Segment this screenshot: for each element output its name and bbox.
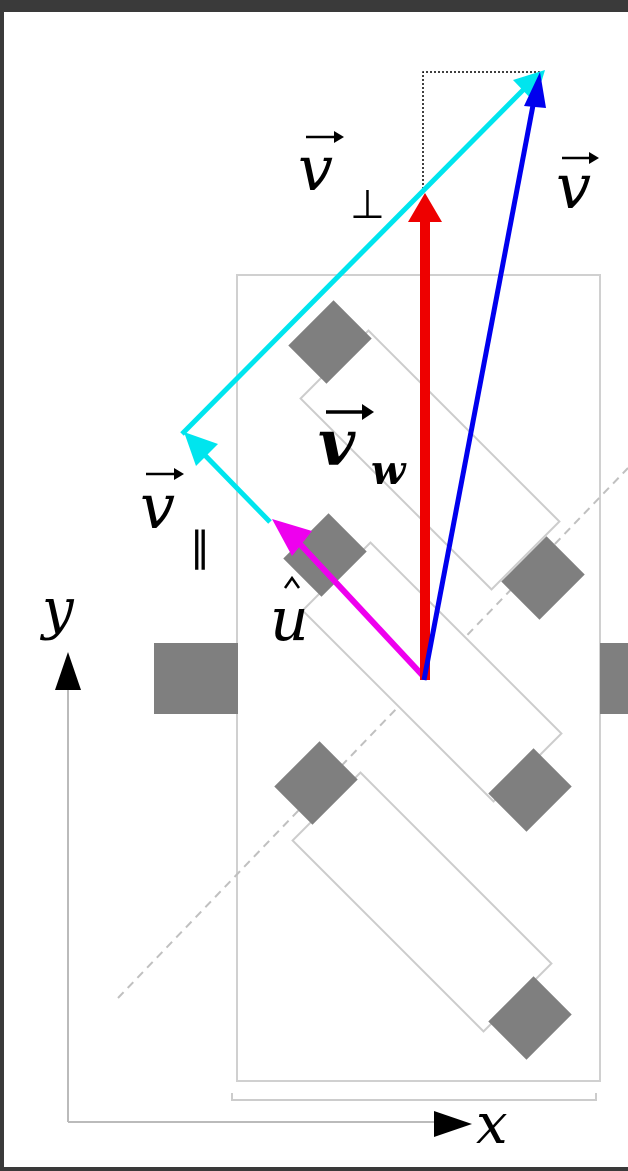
v-total-arrowhead [524,72,546,108]
roller-axis-dashed [117,467,628,999]
v-parallel-arrowhead [184,432,218,466]
roller-bottom-cap-right [488,976,572,1060]
v-wheel-arrowhead [408,193,442,222]
left-wheel-block [154,643,238,714]
label-v-perp: v ⊥ [298,131,385,228]
label-v-wheel-sub: w [371,447,407,494]
roller-bottom-cap-left [274,741,358,825]
v-total-vector [421,99,537,681]
label-v-parallel-letter: v [140,470,175,543]
label-v-perp-letter: v [298,132,333,205]
label-v-parallel: v ‖ [140,468,210,570]
roller-top-cap-right [501,536,585,620]
label-x-axis: x [476,1092,508,1157]
label-v-total-letter: v [556,150,591,223]
label-y-axis: y [39,577,75,642]
label-u-hat: u [270,575,309,655]
roller-middle-cap-right [488,748,572,832]
right-wheel-block [600,643,628,714]
chassis-bracket [231,1093,597,1101]
u-hat-vector [297,541,428,681]
label-u-hat-letter: u [270,585,309,655]
label-v-wheel: v w [318,404,407,494]
v-perp-vector [180,82,531,436]
u-hat-arrowhead [272,519,312,556]
y-arrowhead-icon [55,652,81,690]
x-arrowhead-icon [434,1111,472,1137]
label-v-total: v [556,150,599,223]
label-v-perp-sub: ⊥ [350,182,385,228]
projection-box-dotted [422,71,542,193]
label-v-parallel-sub: ‖ [190,524,210,570]
roller-top-cap-left [288,300,372,384]
roller-middle-cap-left [283,513,367,597]
v-parallel-vector [192,442,272,524]
label-v-wheel-letter: v [318,406,356,481]
